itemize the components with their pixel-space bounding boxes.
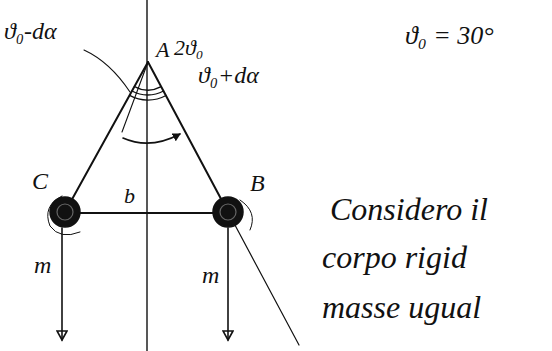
mass-label: m xyxy=(34,252,51,278)
rotation-arrow xyxy=(123,134,180,143)
point-label: A xyxy=(156,38,169,62)
mass-point xyxy=(220,204,236,220)
point-label: C xyxy=(32,168,48,194)
note-text: masse ugual xyxy=(322,290,481,325)
value-label: ϑ₀ = 30° xyxy=(405,22,494,51)
length-label: b xyxy=(124,184,135,208)
mass-label: m xyxy=(202,262,219,288)
mass-point xyxy=(57,204,73,220)
weight-arrow xyxy=(227,228,229,340)
note-text: Considero il xyxy=(330,192,488,227)
angle-label: 2ϑ₀ xyxy=(174,36,203,60)
vertical-axis xyxy=(146,0,147,351)
rotated-axis xyxy=(122,62,148,132)
angle-label: ϑ₀+dα xyxy=(198,62,259,88)
mass-point xyxy=(213,197,243,227)
sketch-loop xyxy=(48,196,80,235)
weight-arrow xyxy=(61,228,63,340)
rod xyxy=(65,212,228,214)
sketch-loop xyxy=(240,200,252,230)
point-label: B xyxy=(250,170,265,196)
extension-line xyxy=(228,212,299,345)
angle-label: ϑ₀-dα xyxy=(4,18,57,44)
leader-line xyxy=(84,50,130,92)
note-text: corpo rigid xyxy=(322,240,467,275)
rod xyxy=(65,62,148,212)
